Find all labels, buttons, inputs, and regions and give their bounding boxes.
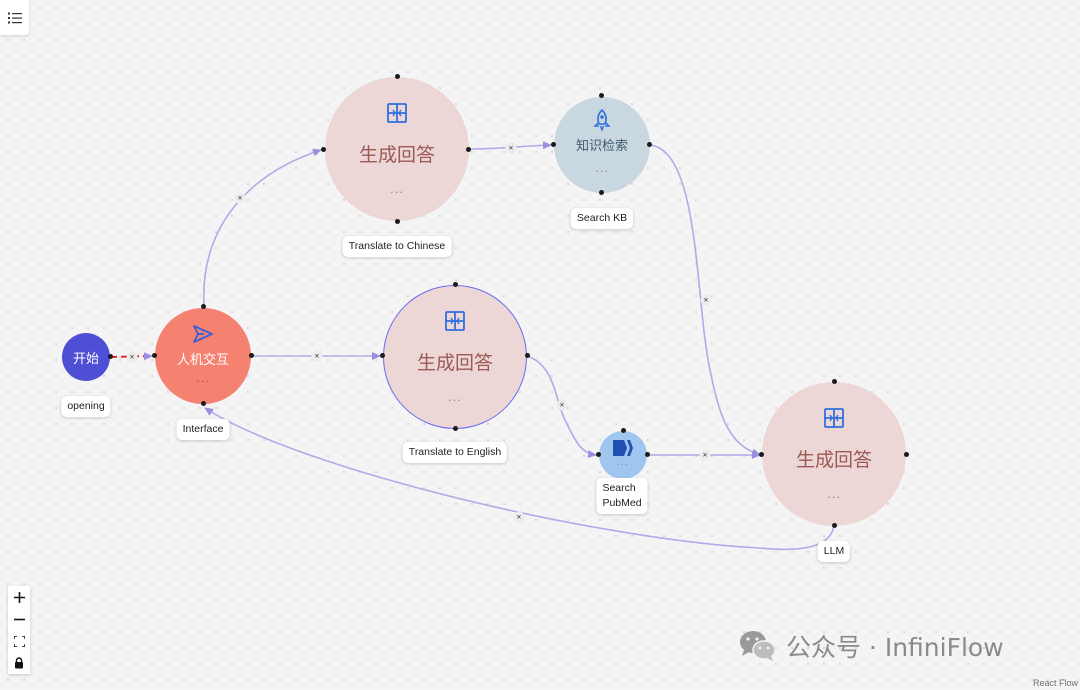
generate-node-english-output-handle[interactable] — [525, 353, 530, 358]
react-flow-attribution[interactable]: React Flow — [1032, 678, 1078, 688]
generate-node-chinese-bottom-handle[interactable] — [395, 219, 400, 224]
flow-controls — [8, 586, 30, 674]
fit-view-icon — [13, 635, 25, 647]
interact-node-title: 人机交互 — [176, 352, 229, 368]
edge-delete-button[interactable]: × — [234, 192, 246, 204]
edge-begin-interact[interactable] — [109, 352, 153, 361]
generate-node-english-label: Translate to English — [402, 442, 508, 463]
generate-node-english-title: 生成回答 — [416, 352, 493, 374]
edge-delete-button[interactable]: × — [505, 142, 517, 154]
interact-node-label: Interface — [176, 419, 230, 440]
retrieval-node-output-handle[interactable] — [647, 142, 652, 147]
zoom-in-button[interactable] — [8, 586, 30, 608]
generate-icon — [824, 408, 844, 428]
begin-node[interactable]: 开始 — [62, 333, 110, 381]
retrieval-node-input-handle[interactable] — [551, 142, 556, 147]
edge-delete-button[interactable]: × — [126, 351, 138, 363]
edge-interact-genzh[interactable] — [203, 148, 322, 307]
interact-node-bottom-handle[interactable] — [201, 401, 206, 406]
generate-node-llm-output-handle[interactable] — [904, 452, 909, 457]
generate-node-llm-title: 生成回答 — [795, 449, 872, 471]
wechat-icon — [740, 631, 776, 661]
generate-icon — [445, 311, 465, 331]
generate-node-english[interactable]: 生成回答 ... — [383, 285, 527, 429]
generate-node-chinese-top-handle[interactable] — [395, 74, 400, 79]
generate-node-english-bottom-handle[interactable] — [453, 426, 458, 431]
begin-node-title: 开始 — [72, 351, 99, 367]
interact-node-top-handle[interactable] — [201, 304, 206, 309]
begin-node-label: opening — [61, 396, 111, 417]
generate-node-llm-ellipsis: ... — [827, 486, 841, 501]
generate-node-chinese[interactable]: 生成回答 ... — [325, 77, 469, 221]
generate-node-chinese-output-handle[interactable] — [466, 147, 471, 152]
pubmed-node-output-handle[interactable] — [645, 452, 650, 457]
edge-delete-button[interactable]: × — [556, 399, 568, 411]
edge-retrieval-llm[interactable] — [649, 144, 761, 457]
edge-delete-button[interactable]: × — [699, 449, 711, 461]
interact-node[interactable]: 人机交互 ... — [155, 308, 251, 404]
generate-icon — [387, 103, 407, 123]
retrieval-node-label: Search KB — [570, 208, 634, 229]
generate-node-llm-bottom-handle[interactable] — [832, 523, 837, 528]
interact-node-output-handle[interactable] — [249, 353, 254, 358]
generate-node-english-input-handle[interactable] — [380, 353, 385, 358]
plus-icon — [13, 591, 25, 603]
retrieval-node-bottom-handle[interactable] — [599, 190, 604, 195]
zoom-out-button[interactable] — [8, 608, 30, 630]
watermark-text: 公众号 · InfiniFlow — [786, 633, 1004, 662]
begin-node-output-handle[interactable] — [108, 354, 113, 359]
generate-node-llm-label: LLM — [817, 541, 851, 562]
retrieval-node-ellipsis: ... — [595, 160, 609, 175]
generate-node-llm-input-handle[interactable] — [759, 452, 764, 457]
retrieval-node-title: 知识检索 — [575, 139, 628, 154]
pubmed-node-ellipsis: ... — [616, 456, 630, 468]
fit-view-button[interactable] — [8, 630, 30, 652]
generate-node-llm[interactable]: 生成回答 ... — [762, 382, 906, 526]
interact-node-ellipsis: ... — [196, 369, 210, 385]
generate-node-chinese-input-handle[interactable] — [321, 147, 326, 152]
edge-delete-button[interactable]: × — [700, 294, 712, 306]
rocket-icon — [593, 109, 611, 131]
edge-llm-interact[interactable] — [204, 407, 835, 551]
edge-delete-button[interactable]: × — [311, 350, 323, 362]
retrieval-node[interactable]: 知识检索 ... — [554, 97, 650, 193]
pubmed-node-label: Search PubMed — [596, 478, 648, 514]
interact-node-input-handle[interactable] — [152, 353, 157, 358]
minus-icon — [13, 618, 25, 620]
generate-node-llm-top-handle[interactable] — [832, 379, 837, 384]
lock-button[interactable] — [8, 652, 30, 674]
pubmed-icon — [613, 440, 633, 456]
generate-node-english-top-handle[interactable] — [453, 282, 458, 287]
pubmed-node[interactable]: ... — [599, 431, 647, 479]
pubmed-node-top-handle[interactable] — [621, 428, 626, 433]
lock-icon — [15, 657, 23, 669]
edge-genen-pubmed[interactable] — [526, 355, 597, 458]
node-panel-toggle-button[interactable] — [0, 0, 29, 35]
generate-node-chinese-title: 生成回答 — [358, 144, 435, 166]
retrieval-node-top-handle[interactable] — [599, 93, 604, 98]
generate-node-english-ellipsis: ... — [448, 389, 462, 404]
edge-delete-button[interactable]: × — [513, 511, 525, 523]
generate-node-chinese-ellipsis: ... — [390, 181, 404, 196]
watermark: 公众号 · InfiniFlow — [738, 628, 1004, 664]
send-icon — [193, 324, 213, 343]
list-icon — [7, 12, 22, 23]
pubmed-node-input-handle[interactable] — [596, 452, 601, 457]
generate-node-chinese-label: Translate to Chinese — [342, 236, 452, 257]
